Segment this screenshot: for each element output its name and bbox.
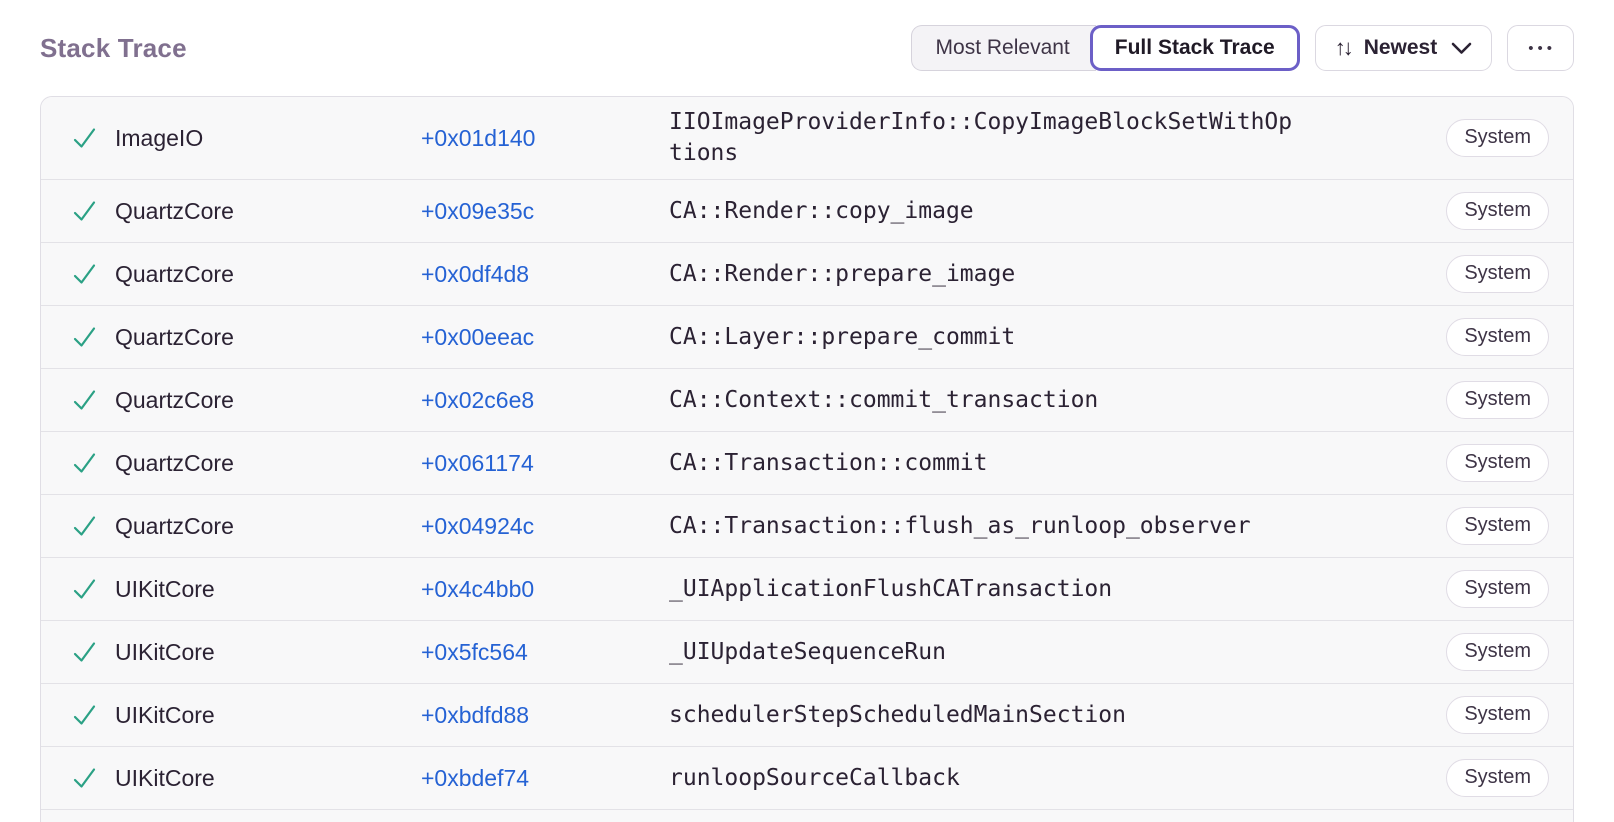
frame-function: _UIUpdateSequenceRun: [669, 638, 946, 665]
frame-address-link[interactable]: +0x01d140: [421, 124, 536, 151]
header-controls: Most Relevant Full Stack Trace ↑↓ Newest…: [910, 25, 1574, 71]
stack-frame-row[interactable]: QuartzCore +0x09e35c CA::Render::copy_im…: [41, 179, 1573, 242]
frame-module: QuartzCore: [115, 260, 234, 287]
frame-module: UIKitCore: [115, 764, 215, 791]
stack-frame-row[interactable]: QuartzCore +0x04924c CA::Transaction::fl…: [41, 494, 1573, 557]
stack-trace-header: Stack Trace Most Relevant Full Stack Tra…: [40, 24, 1574, 72]
in-app-check-icon: [71, 450, 115, 477]
stack-frame-row[interactable]: QuartzCore +0x02c6e8 CA::Context::commit…: [41, 368, 1573, 431]
frame-module: QuartzCore: [115, 197, 234, 224]
frame-address-link[interactable]: +0x061174: [421, 449, 534, 476]
frame-address-link[interactable]: +0xbdfd88: [421, 701, 530, 728]
frame-address-link[interactable]: +0x09e35c: [421, 197, 535, 224]
system-badge: System: [1446, 759, 1549, 797]
frame-module: UIKitCore: [115, 638, 215, 665]
view-toggle: Most Relevant Full Stack Trace: [910, 25, 1300, 71]
stack-frame-row[interactable]: UIKitCore +0x5fc564 _UIUpdateSequenceRun…: [41, 620, 1573, 683]
frame-function: schedulerStepScheduledMainSection: [669, 701, 1126, 728]
frame-function: _UIApplicationFlushCATransaction: [669, 575, 1113, 602]
ellipsis-icon: •••: [1528, 39, 1556, 57]
frame-address-link[interactable]: +0x0df4d8: [421, 260, 530, 287]
frame-address-link[interactable]: +0x00eeac: [421, 323, 535, 350]
system-badge: System: [1446, 318, 1549, 356]
in-app-check-icon: [71, 261, 115, 288]
in-app-check-icon: [71, 198, 115, 225]
system-badge: System: [1446, 119, 1549, 157]
in-app-check-icon: [71, 324, 115, 351]
system-badge: System: [1446, 381, 1549, 419]
more-options-button[interactable]: •••: [1507, 25, 1574, 71]
in-app-check-icon: [71, 513, 115, 540]
system-badge: System: [1446, 192, 1549, 230]
next-row-sliver: [41, 809, 1573, 822]
stack-frame-row[interactable]: UIKitCore +0x4c4bb0 _UIApplicationFlushC…: [41, 557, 1573, 620]
stack-frame-row[interactable]: UIKitCore +0xbdfd88 schedulerStepSchedul…: [41, 683, 1573, 746]
stack-frame-row[interactable]: ImageIO +0x01d140 IIOImageProviderInfo::…: [41, 97, 1573, 179]
frame-module: UIKitCore: [115, 701, 215, 728]
full-stack-trace-button[interactable]: Full Stack Trace: [1089, 25, 1300, 71]
frame-module: QuartzCore: [115, 449, 234, 476]
in-app-check-icon: [71, 387, 115, 414]
in-app-check-icon: [71, 765, 115, 792]
system-badge: System: [1446, 570, 1549, 608]
system-badge: System: [1446, 444, 1549, 482]
frame-function: IIOImageProviderInfo::CopyImageBlockSetW…: [669, 109, 1293, 166]
system-badge: System: [1446, 507, 1549, 545]
chevron-down-icon: [1451, 42, 1472, 54]
in-app-check-icon: [71, 702, 115, 729]
frame-function: CA::Render::prepare_image: [669, 260, 1016, 287]
stack-frame-row[interactable]: UIKitCore +0xbdef74 runloopSourceCallbac…: [41, 746, 1573, 809]
stack-frame-row[interactable]: QuartzCore +0x0df4d8 CA::Render::prepare…: [41, 242, 1573, 305]
frame-function: CA::Transaction::flush_as_runloop_observ…: [669, 512, 1251, 539]
frame-address-link[interactable]: +0xbdef74: [421, 764, 530, 791]
frame-function: runloopSourceCallback: [669, 764, 960, 791]
frame-module: QuartzCore: [115, 323, 234, 350]
stack-frame-row[interactable]: QuartzCore +0x061174 CA::Transaction::co…: [41, 431, 1573, 494]
frame-address-link[interactable]: +0x5fc564: [421, 638, 528, 665]
system-badge: System: [1446, 696, 1549, 734]
in-app-check-icon: [71, 576, 115, 603]
frame-address-link[interactable]: +0x02c6e8: [421, 386, 535, 413]
frame-function: CA::Context::commit_transaction: [669, 386, 1099, 413]
sort-newest-button[interactable]: ↑↓ Newest: [1314, 25, 1493, 71]
frame-module: UIKitCore: [115, 575, 215, 602]
system-badge: System: [1446, 255, 1549, 293]
frame-function: CA::Render::copy_image: [669, 197, 974, 224]
page-title: Stack Trace: [40, 32, 187, 63]
frame-module: QuartzCore: [115, 512, 234, 539]
frame-function: CA::Transaction::commit: [669, 449, 988, 476]
frame-function: CA::Layer::prepare_commit: [669, 323, 1016, 350]
sort-label: Newest: [1363, 36, 1438, 59]
system-badge: System: [1446, 633, 1549, 671]
frame-address-link[interactable]: +0x4c4bb0: [421, 575, 535, 602]
frame-module: ImageIO: [115, 124, 204, 151]
frame-module: QuartzCore: [115, 386, 234, 413]
in-app-check-icon: [71, 125, 115, 152]
in-app-check-icon: [71, 639, 115, 666]
sort-arrows-icon: ↑↓: [1334, 35, 1354, 60]
frame-address-link[interactable]: +0x04924c: [421, 512, 535, 539]
stack-frame-row[interactable]: QuartzCore +0x00eeac CA::Layer::prepare_…: [41, 305, 1573, 368]
most-relevant-button[interactable]: Most Relevant: [910, 25, 1096, 71]
stack-frames-table: ImageIO +0x01d140 IIOImageProviderInfo::…: [40, 96, 1574, 822]
